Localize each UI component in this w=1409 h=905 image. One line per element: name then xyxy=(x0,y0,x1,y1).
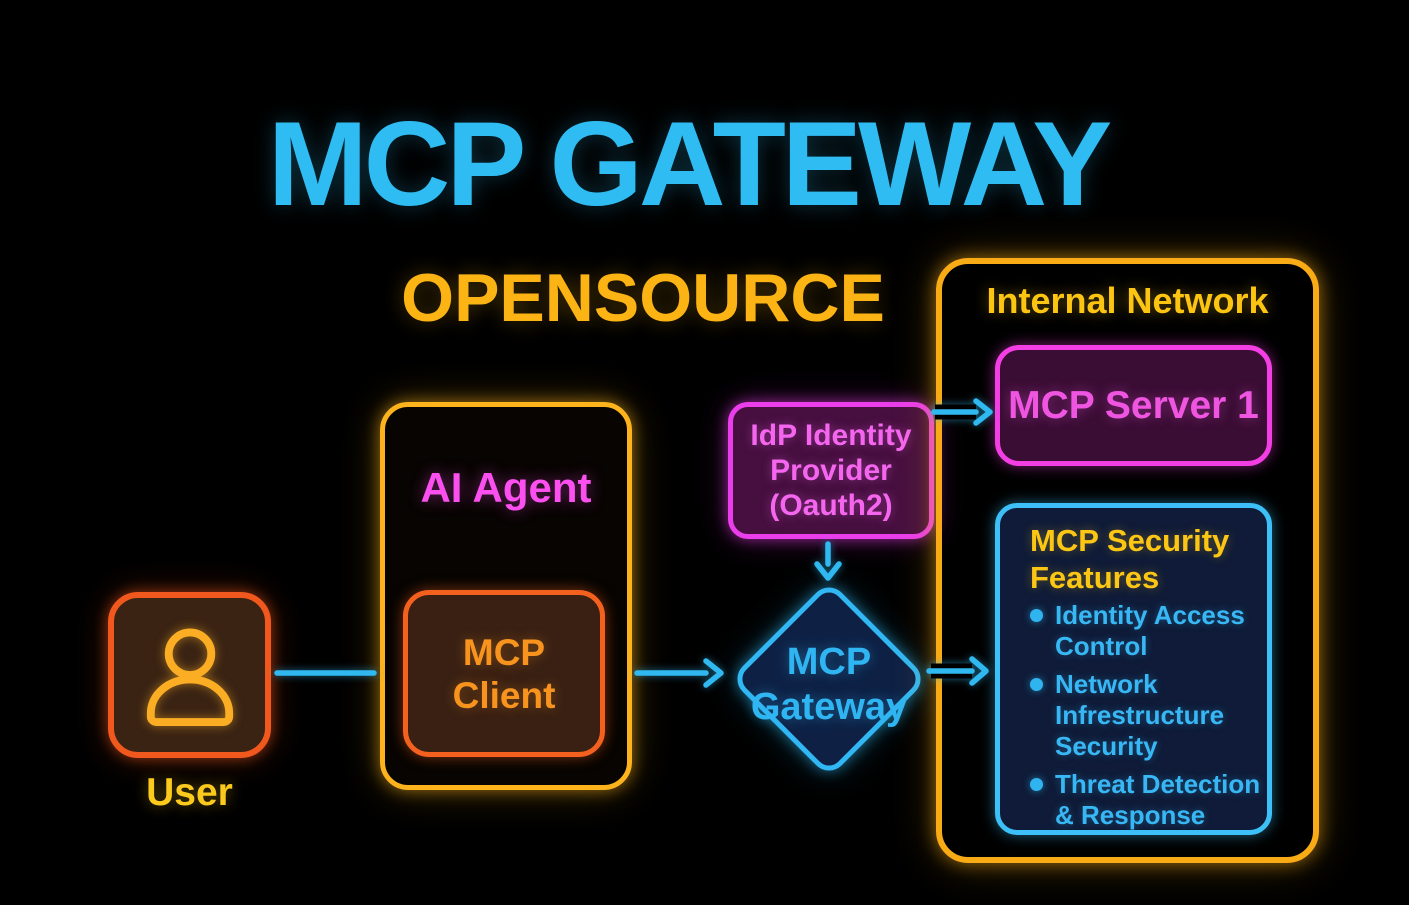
mcp-client-node: MCP Client xyxy=(403,590,605,757)
security-features-list: Identity Access Control Network Infrestr… xyxy=(1030,600,1261,831)
page-title: MCP GATEWAY xyxy=(267,97,1113,231)
mcp-gateway-label-line1: MCP xyxy=(786,641,872,683)
page-subtitle: OPENSOURCE xyxy=(401,260,885,336)
idp-label-line1: IdP Identity xyxy=(750,419,912,452)
arrow-client-to-gateway xyxy=(634,658,724,688)
user-label: User xyxy=(146,771,233,814)
security-features-heading: MCP Security Features xyxy=(1030,523,1230,595)
mcp-gateway-label-line2: Gateway xyxy=(750,686,908,728)
ai-agent-label: AI Agent xyxy=(420,464,592,511)
internal-network-label: Internal Network xyxy=(986,280,1269,321)
mcp-gateway-label: MCP Gateway xyxy=(729,640,929,730)
mcp-client-label-line2: Client xyxy=(452,674,556,716)
security-feature-item: Threat Detection & Response xyxy=(1030,769,1261,831)
security-feature-label: Network Infrestructure Security xyxy=(1055,669,1225,761)
mcp-server-label: MCP Server 1 xyxy=(1008,383,1259,427)
bullet-icon xyxy=(1030,778,1043,791)
idp-label-line2: Provider xyxy=(770,454,892,487)
internal-network-box xyxy=(936,258,1319,863)
mcp-server-node: MCP Server 1 xyxy=(995,345,1272,466)
mcp-client-label-line1: MCP xyxy=(462,631,546,673)
security-feature-label: Threat Detection & Response xyxy=(1055,769,1261,830)
security-features-node: MCP Security Features Identity Access Co… xyxy=(995,503,1272,835)
arrow-idp-to-gateway xyxy=(814,541,842,581)
security-feature-label: Identity Access Control xyxy=(1055,600,1245,661)
user-node xyxy=(108,592,271,758)
idp-label-line3: (Oauth2) xyxy=(769,489,893,522)
security-feature-item: Identity Access Control xyxy=(1030,600,1261,662)
bullet-icon xyxy=(1030,609,1043,622)
security-feature-item: Network Infrestructure Security xyxy=(1030,669,1261,762)
bullet-icon xyxy=(1030,678,1043,691)
idp-node: IdP Identity Provider (Oauth2) xyxy=(728,402,934,539)
person-icon xyxy=(146,628,233,726)
